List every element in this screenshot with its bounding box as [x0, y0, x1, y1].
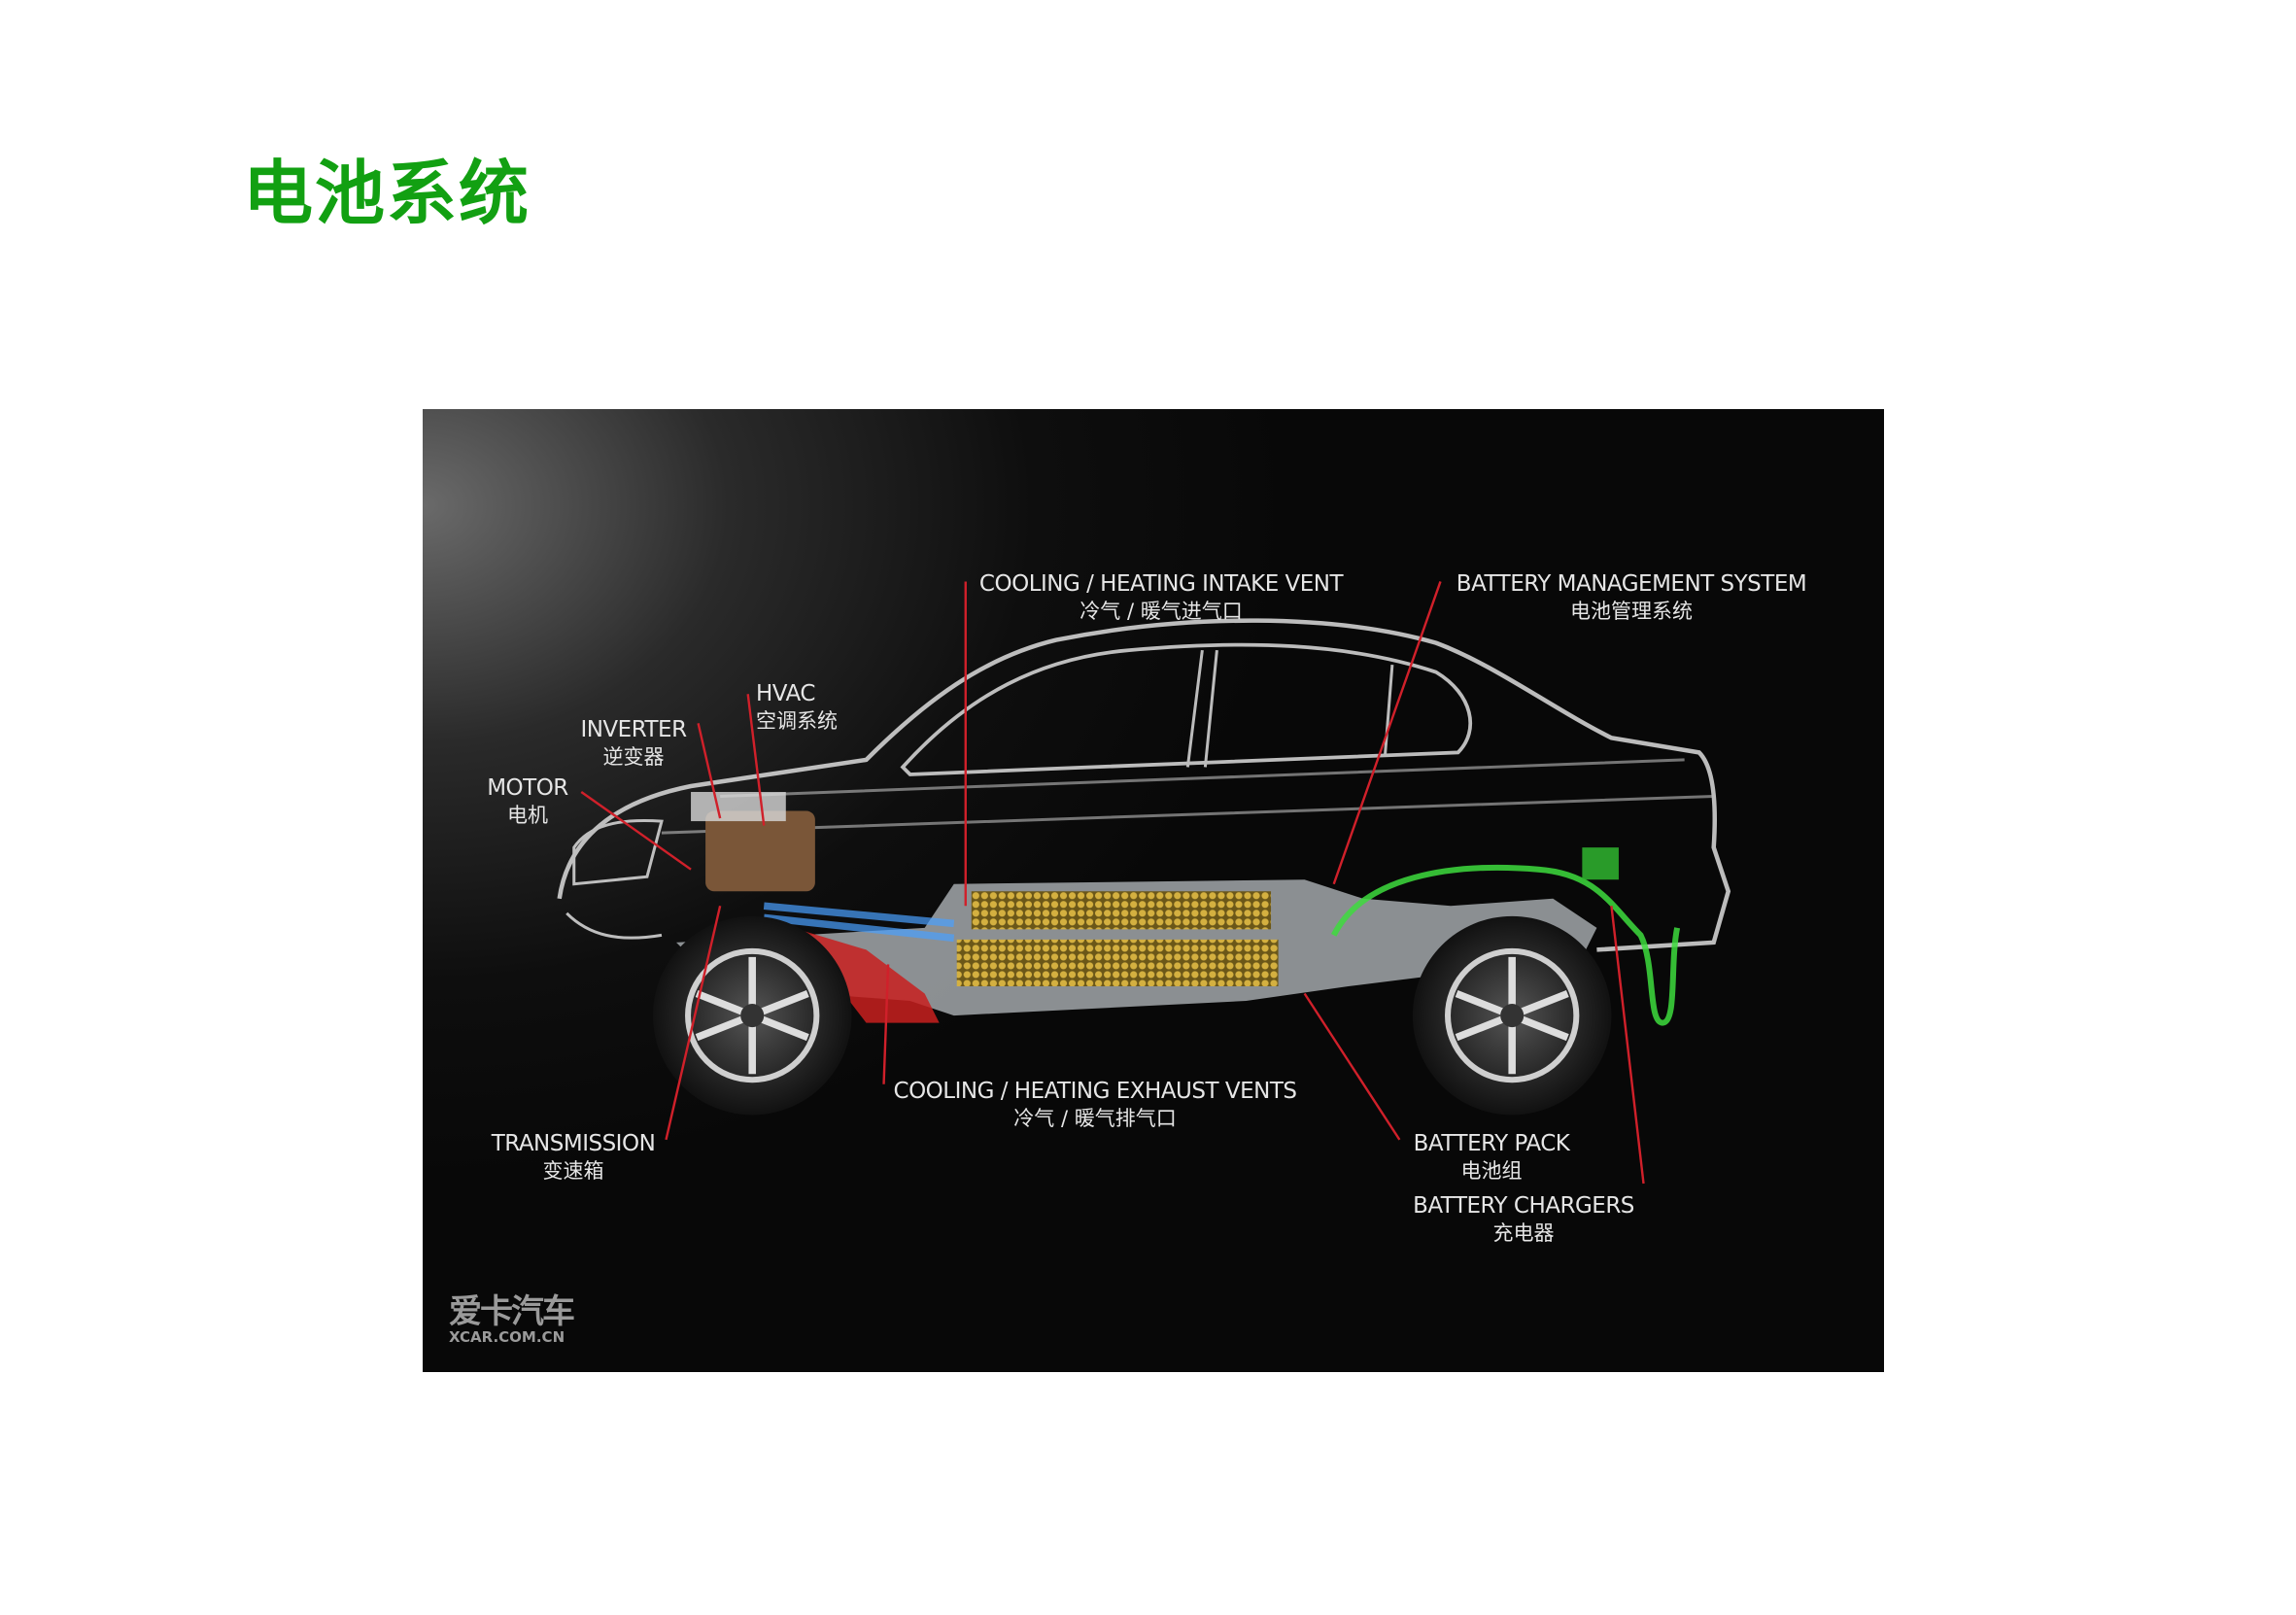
- inverter-unit: [691, 791, 786, 822]
- label-zh: 冷气 / 暖气排气口: [1013, 1106, 1177, 1130]
- car-body-outline: [557, 618, 1731, 952]
- label-battery-chargers: BATTERY CHARGERS 充电器: [1413, 1192, 1634, 1246]
- page-title: 电池系统: [243, 153, 531, 234]
- xcar-watermark-logo: 爱卡汽车 XCAR.COM.CN: [449, 1292, 575, 1346]
- charger-port: [1582, 847, 1619, 880]
- label-zh: 空调系统: [756, 708, 838, 733]
- label-en: INVERTER: [580, 717, 687, 742]
- label-zh: 变速箱: [542, 1158, 604, 1183]
- leader-lines: [580, 581, 1645, 1185]
- label-cooling-exhaust-vents: COOLING / HEATING EXHAUST VENTS 冷气 / 暖气排…: [894, 1078, 1297, 1131]
- battery-cells-top: [971, 891, 1272, 930]
- label-en: HVAC: [756, 681, 815, 706]
- label-zh: 冷气 / 暖气进气口: [1079, 599, 1243, 623]
- watermark-en: XCAR.COM.CN: [449, 1327, 565, 1346]
- label-en: TRANSMISSION: [491, 1131, 656, 1156]
- label-hvac: HVAC 空调系统: [756, 680, 838, 734]
- label-en: COOLING / HEATING INTAKE VENT: [978, 571, 1344, 597]
- label-motor: MOTOR 电机: [487, 774, 568, 828]
- label-zh: 逆变器: [602, 744, 665, 769]
- exhaust-duct: [793, 927, 940, 1023]
- label-transmission: TRANSMISSION 变速箱: [492, 1130, 656, 1184]
- cooling-ducts: [763, 902, 955, 943]
- front-wheel: [652, 915, 852, 1116]
- label-zh: 电机: [507, 803, 548, 827]
- charging-cables: [1331, 864, 1681, 1026]
- rear-wheel: [1412, 915, 1612, 1116]
- battery-cells-bottom: [956, 939, 1279, 986]
- watermark-zh: 爱卡汽车: [449, 1292, 575, 1331]
- label-en: BATTERY PACK: [1413, 1131, 1570, 1156]
- label-battery-pack: BATTERY PACK 电池组: [1414, 1130, 1570, 1184]
- motor-unit: [705, 810, 815, 892]
- label-en: COOLING / HEATING EXHAUST VENTS: [893, 1079, 1297, 1104]
- label-inverter: INVERTER 逆变器: [580, 716, 687, 770]
- ev-battery-system-diagram: COOLING / HEATING INTAKE VENT 冷气 / 暖气进气口…: [423, 409, 1884, 1372]
- label-cooling-intake-vent: COOLING / HEATING INTAKE VENT 冷气 / 暖气进气口: [978, 570, 1344, 624]
- label-battery-management-system: BATTERY MANAGEMENT SYSTEM 电池管理系统: [1456, 570, 1807, 624]
- car-illustration: [557, 581, 1731, 1185]
- label-zh: 电池管理系统: [1569, 599, 1693, 623]
- label-en: BATTERY CHARGERS: [1413, 1193, 1634, 1219]
- label-zh: 充电器: [1492, 1220, 1555, 1245]
- label-zh: 电池组: [1460, 1158, 1523, 1183]
- label-en: BATTERY MANAGEMENT SYSTEM: [1456, 571, 1807, 597]
- label-en: MOTOR: [487, 775, 568, 801]
